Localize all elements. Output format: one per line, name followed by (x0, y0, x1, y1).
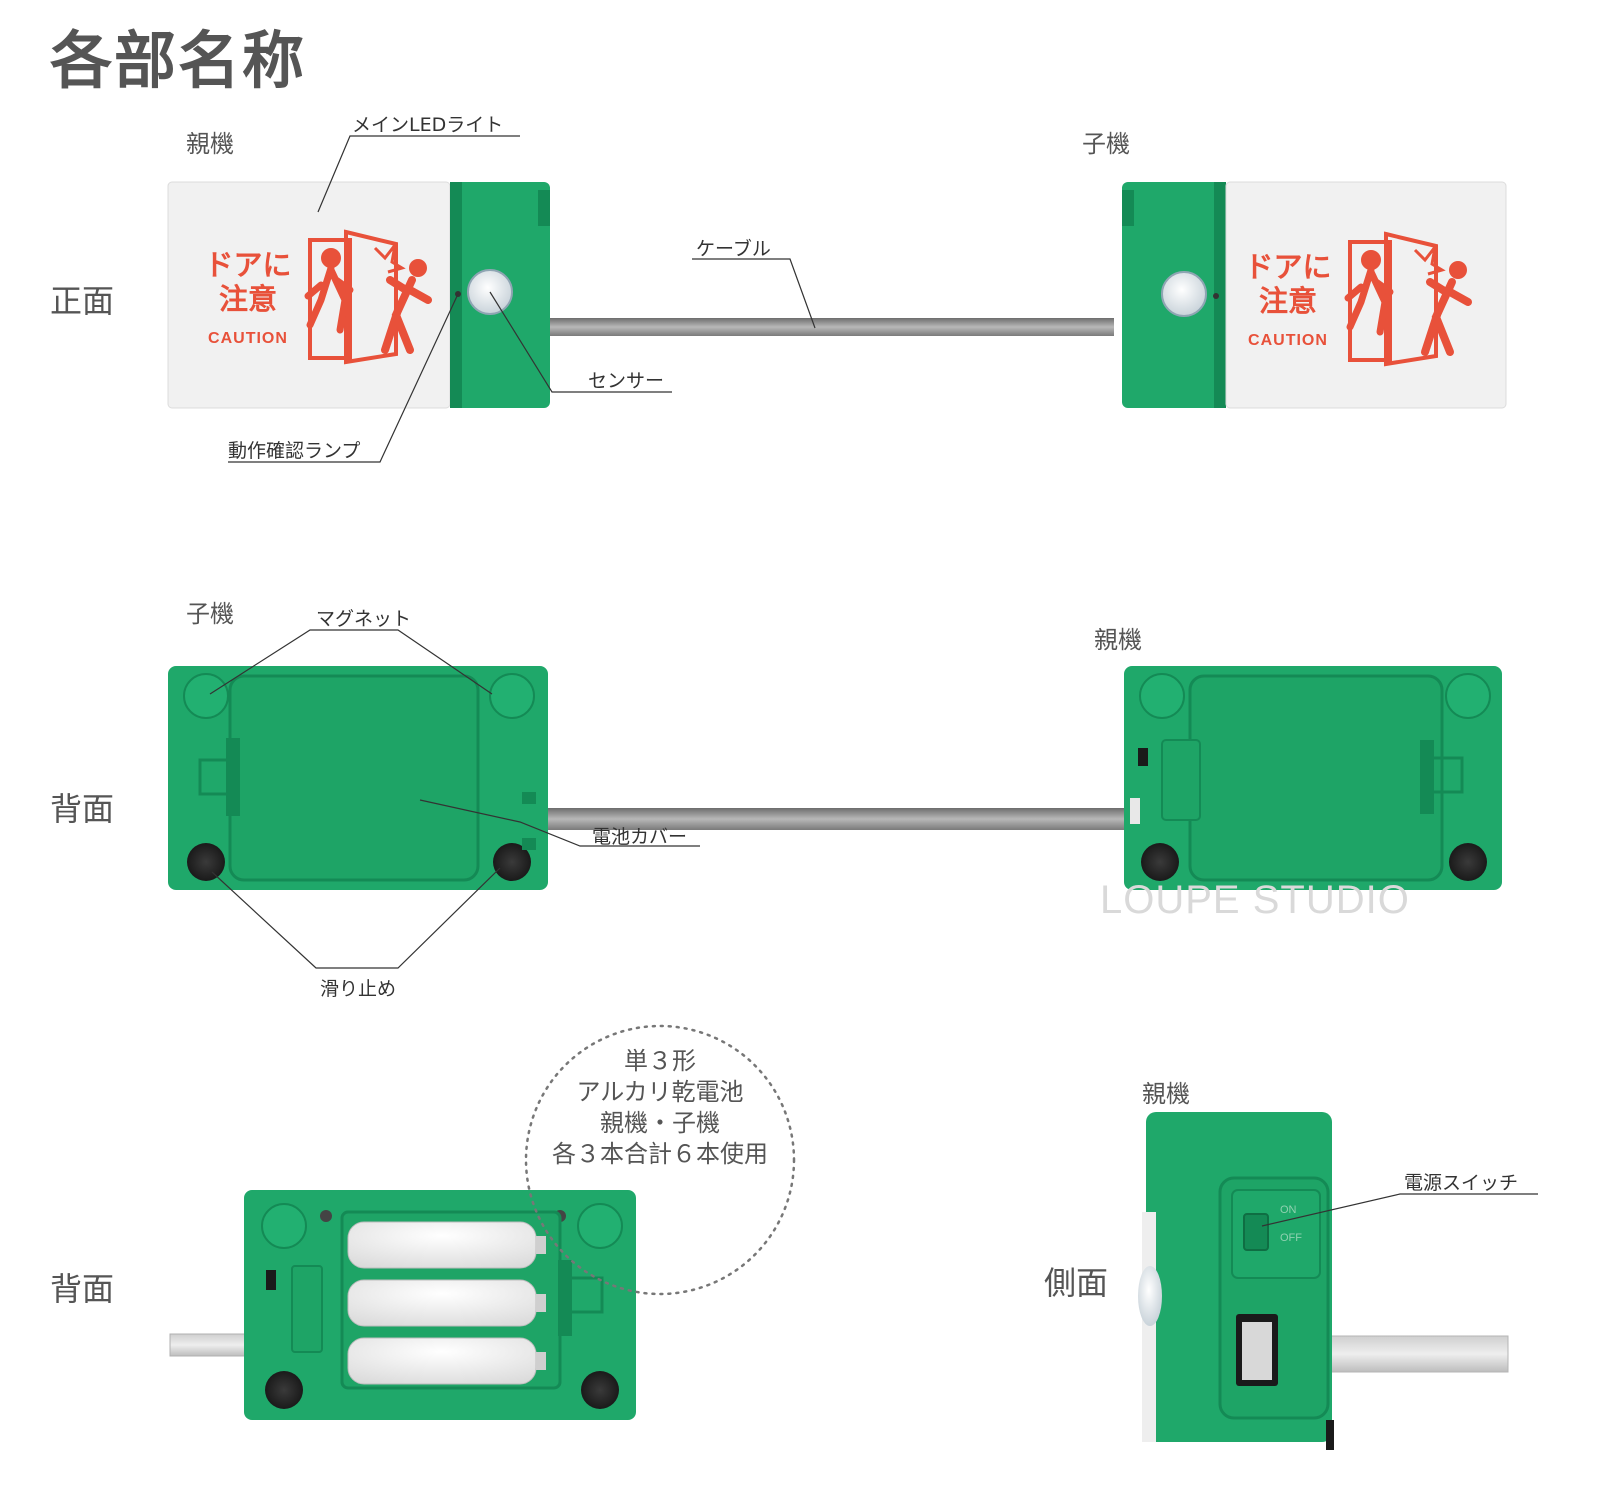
front-parent-sign-text: ドアに 注意 (196, 248, 300, 316)
unit-label-side-parent: 親機 (1142, 1080, 1190, 1108)
front-child-sensor (1161, 271, 1207, 317)
battery-view-unit (244, 1190, 636, 1420)
callout-sensor: センサー (588, 370, 665, 392)
back-leader-lines (209, 629, 700, 969)
callout-magnet: マグネット (316, 608, 412, 630)
battery-2 (347, 1279, 537, 1327)
battery-note-line-3: 親機・子機 (600, 1109, 720, 1137)
back-child-unit (168, 666, 548, 890)
battery-3 (347, 1337, 537, 1385)
back-child-pad-2 (493, 843, 531, 881)
front-child-sign-text: ドアに 注意 (1236, 250, 1340, 318)
battery-note-bubble (524, 1024, 796, 1296)
back-child-pad-1 (187, 843, 225, 881)
unit-label-front-parent: 親機 (186, 130, 234, 158)
sign-line-2: 注意 (1258, 284, 1317, 318)
switch-on-label: ON (1280, 1204, 1297, 1216)
front-parent-unit (167, 181, 550, 409)
row-label-side: 側面 (1044, 1264, 1109, 1302)
back-parent-unit (1124, 666, 1502, 890)
battery-note: 単３形 アルカリ乾電池 親機・子機 各３本合計６本使用 (526, 1046, 794, 1170)
watermark: LOUPE STUDIO (1100, 878, 1410, 922)
row-label-front: 正面 (50, 282, 115, 320)
battery-1 (347, 1221, 537, 1269)
front-child-pictogram (1344, 231, 1472, 367)
side-leader-line (1261, 1193, 1538, 1227)
callout-main-led: メインLEDライト (352, 114, 504, 136)
sign-line-2: 注意 (218, 282, 277, 316)
back-parent-pad-1 (1141, 843, 1179, 881)
sign-line-1: ドアに (204, 248, 292, 282)
side-parent-unit (1138, 1112, 1334, 1450)
back-cable (536, 808, 1126, 830)
front-child-unit (1122, 181, 1507, 409)
switch-off-label: OFF (1280, 1232, 1302, 1244)
side-sensor (1138, 1266, 1162, 1326)
back-parent-pad-2 (1449, 843, 1487, 881)
callout-indicator-lamp: 動作確認ランプ (228, 440, 361, 462)
front-child-sign-en: CAUTION (1248, 332, 1328, 349)
battery-view-cable (169, 1333, 255, 1357)
front-parent-pictogram (304, 229, 432, 365)
callout-power-switch: 電源スイッチ (1404, 1172, 1519, 1194)
front-cable (536, 318, 1114, 336)
row-label-back: 背面 (50, 790, 115, 828)
unit-label-back-parent: 親機 (1094, 626, 1142, 654)
power-switch-knob (1243, 1213, 1269, 1251)
battery-note-line-4: 各３本合計６本使用 (552, 1140, 768, 1168)
page-title: 各部名称 (50, 24, 307, 97)
front-parent-sign-en: CAUTION (208, 330, 288, 347)
callout-battery-cover: 電池カバー (592, 826, 688, 848)
front-leader-lines (228, 135, 816, 463)
callout-non-slip: 滑り止め (320, 978, 397, 1000)
callout-cable: ケーブル (696, 238, 771, 260)
unit-label-back-child: 子機 (186, 600, 234, 628)
unit-label-front-child: 子機 (1082, 130, 1130, 158)
battery-note-line-1: 単３形 (624, 1047, 696, 1075)
sign-line-1: ドアに (1244, 250, 1332, 284)
row-label-back-battery: 背面 (50, 1270, 115, 1308)
battery-note-line-2: アルカリ乾電池 (576, 1078, 744, 1106)
